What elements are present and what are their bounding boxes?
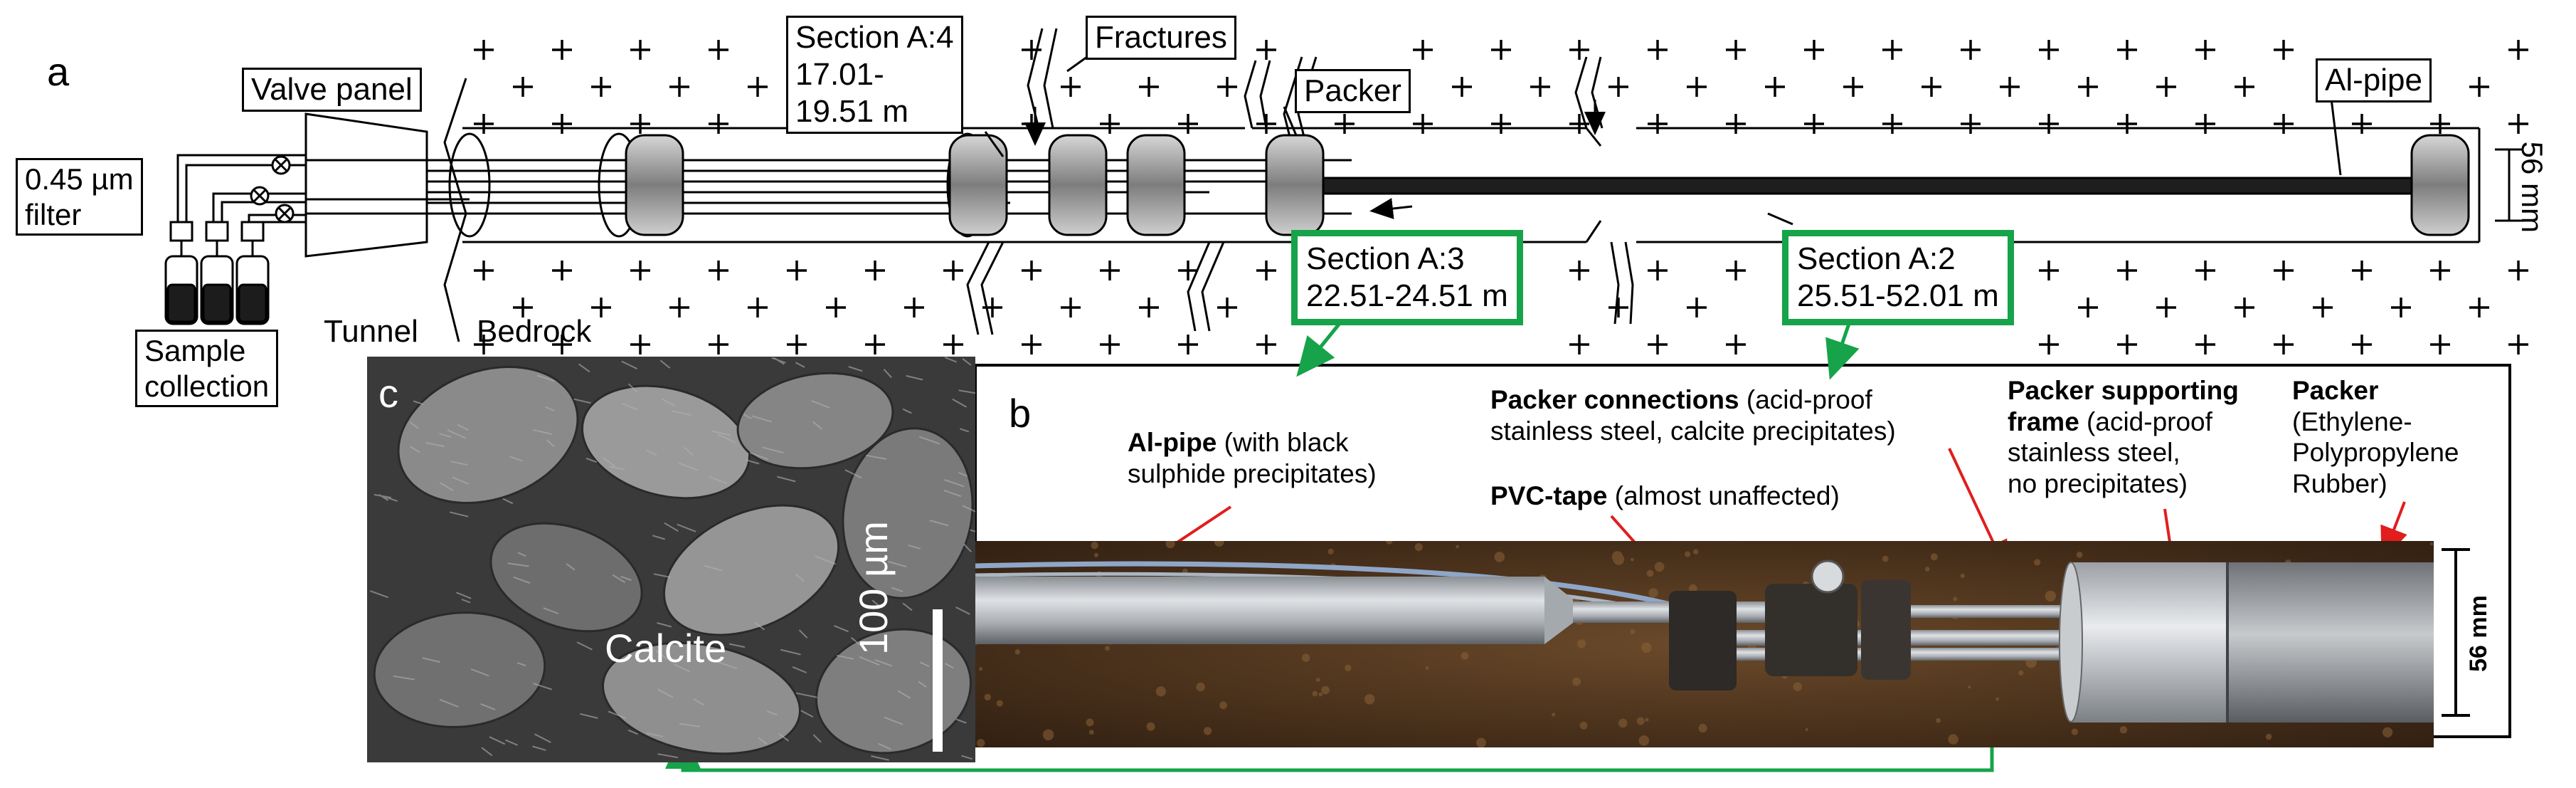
- diameter-bracket-a: [2495, 148, 2523, 222]
- al-pipe-text-a: Al-pipe: [2325, 63, 2422, 98]
- calcite-label: Calcite: [605, 626, 727, 671]
- packer-label-b-rest1: (Ethylene-: [2292, 406, 2412, 436]
- al-pipe-photo: [975, 577, 1544, 644]
- bedrock-pattern-lower: [474, 261, 2528, 354]
- packer-label-b-rest3: Rubber): [2292, 468, 2387, 498]
- tube-bundle: [427, 132, 1352, 238]
- packer-label-b-bold: Packer: [2292, 376, 2379, 405]
- scale-bar-c: [933, 609, 943, 752]
- packer-connections-rest2: stainless steel, calcite precipitates): [1490, 416, 1896, 446]
- packer-label-b: Packer (Ethylene- Polypropylene Rubber): [2292, 375, 2459, 500]
- al-pipe-taper: [1544, 577, 1573, 644]
- packer-connection-photo: [1765, 584, 1857, 676]
- bedrock-pattern-upper: [474, 40, 2528, 134]
- panel-c-letter: c: [378, 371, 398, 416]
- valve-panel-shape: [304, 112, 428, 258]
- scale-label-b: 56 mm: [2464, 595, 2492, 672]
- tunnel-label: Tunnel: [324, 314, 418, 349]
- sem-image: [367, 357, 975, 762]
- fractures-text: Fractures: [1095, 20, 1227, 55]
- section-a4-label: Section A:4 17.01- 19.51 m: [786, 16, 963, 134]
- panel-a-letter: a: [47, 49, 70, 94]
- packer-connections-rest1: (acid-proof: [1739, 385, 1872, 414]
- bedrock-label: Bedrock: [477, 314, 592, 349]
- supporting-frame-photo: [2071, 562, 2227, 723]
- packer-photo: [975, 541, 2434, 747]
- packer-label-a: Packer: [1295, 69, 1411, 113]
- section-a4-line1: Section A:4: [795, 20, 954, 55]
- section-a2-line1: Section A:2: [1797, 241, 1956, 276]
- calcite-crystals: [373, 365, 974, 755]
- supporting-frame-rest1: (acid-proof: [2079, 406, 2212, 436]
- pvc-tape-rest: (almost unaffected): [1607, 481, 1840, 510]
- flow-arrows: [1024, 100, 1606, 219]
- pvc-tape-photo: [1669, 591, 1737, 690]
- supporting-frame-bold2: frame: [2008, 406, 2079, 436]
- packer-connections-bold: Packer connections: [1490, 385, 1739, 414]
- section-a2-label: Section A:2 25.51-52.01 m: [1782, 230, 2014, 325]
- pvc-tape-bold: PVC-tape: [1490, 481, 1608, 510]
- al-pipe-label-a: Al-pipe: [2316, 58, 2432, 103]
- packer-connections-label: Packer connections (acid-proof stainless…: [1490, 384, 1896, 446]
- sample-collection-line2: collection: [144, 369, 270, 403]
- packer-text-a: Packer: [1304, 73, 1401, 108]
- supporting-frame-rest3: no precipitates): [2008, 468, 2188, 498]
- scale-label-c: 100 µm: [851, 521, 896, 655]
- valve-panel-text: Valve panel: [251, 72, 413, 107]
- packer-rubber-photo: [2227, 562, 2434, 723]
- valves: [250, 155, 295, 224]
- filter-label-line1: 0.45 µm: [25, 162, 134, 196]
- al-pipe-label-b-bold: Al-pipe: [1128, 428, 1217, 457]
- sample-collection-label: Sample collection: [135, 330, 279, 408]
- valve-panel-label: Valve panel: [242, 68, 422, 112]
- al-pipe-label-b-rest1: (with black: [1217, 428, 1349, 457]
- al-pipe-label-b-rest2: sulphide precipitates): [1128, 458, 1377, 488]
- blue-cable: [975, 561, 1687, 611]
- panel-c-sem-image: [367, 357, 975, 762]
- sample-bottles: [164, 221, 270, 325]
- tunnel-wall: [443, 78, 467, 342]
- section-a4-line3: 19.51 m: [795, 93, 908, 129]
- panel-b-letter: b: [1009, 391, 1032, 436]
- sample-collection-line1: Sample: [144, 334, 246, 367]
- section-a3-line1: Section A:3: [1306, 241, 1465, 276]
- supporting-frame-label: Packer supporting frame (acid-proof stai…: [2008, 375, 2239, 500]
- section-a2-line2: 25.51-52.01 m: [1797, 278, 1999, 313]
- al-pipe-label-b: Al-pipe (with black sulphide precipitate…: [1128, 427, 1377, 489]
- supporting-frame-rest2: stainless steel,: [2008, 438, 2180, 468]
- section-a4-line2: 17.01-: [795, 56, 884, 92]
- fractures-label: Fractures: [1086, 16, 1236, 60]
- filter-label-line2: filter: [25, 197, 82, 231]
- crystal-texture: [370, 357, 975, 761]
- supporting-frame-bold1: Packer supporting: [2008, 376, 2239, 405]
- diameter-label-a: 56 mm: [2515, 141, 2549, 233]
- section-a3-label: Section A:3 22.51-24.51 m: [1291, 230, 1523, 325]
- filter-label: 0.45 µm filter: [16, 158, 143, 236]
- al-pipe-drawing: [1283, 86, 2413, 195]
- packers-a: [625, 134, 2470, 236]
- pvc-tape-label: PVC-tape (almost unaffected): [1490, 480, 1840, 512]
- scale-bar-b: [2442, 548, 2470, 717]
- packer-label-b-rest2: Polypropylene: [2292, 438, 2459, 468]
- panel-b-photo: [975, 541, 2434, 747]
- section-a3-line2: 22.51-24.51 m: [1306, 278, 1508, 313]
